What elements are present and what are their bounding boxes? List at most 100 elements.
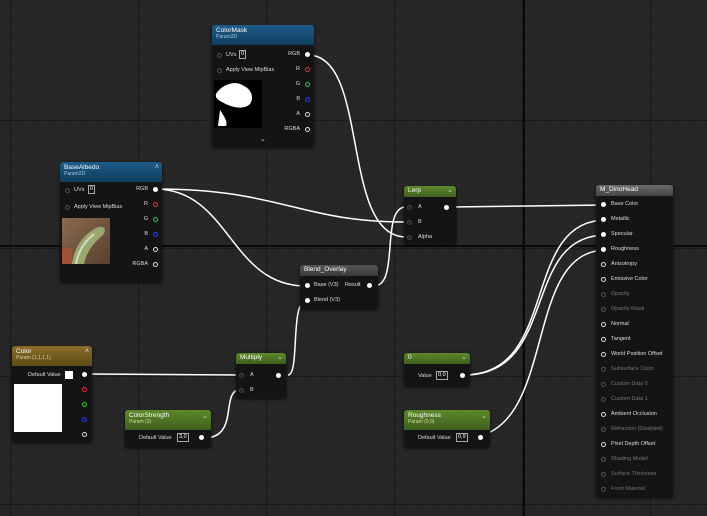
out-b-pin[interactable] [82, 417, 87, 422]
uvs-value[interactable]: 0 [88, 185, 96, 194]
collapse-chevron-icon[interactable]: ⌄ [260, 136, 266, 143]
albedo-preview-image [62, 218, 110, 264]
roughness-header[interactable]: Roughness Param (0,9) ⌄ [404, 410, 490, 430]
out-g-pin[interactable] [305, 82, 310, 87]
collapse-chevron-icon[interactable]: ⌄ [481, 413, 487, 420]
color-node[interactable]: Color Param (1,1,1,1) ˄ Default Value [12, 346, 92, 442]
uvs-value[interactable]: 0 [239, 50, 247, 59]
multiply-header[interactable]: Multiply ⌄ [236, 353, 286, 364]
colorstrength-node[interactable]: ColorStrength Param (3) ⌄ Default Value … [125, 410, 211, 447]
output-pin[interactable] [199, 435, 204, 440]
mipbias-pin[interactable] [65, 205, 70, 210]
material-input-label: Pixel Depth Offset [611, 441, 656, 447]
node-subtitle: Param (0,9) [408, 419, 435, 425]
lerp-input-b-pin[interactable] [407, 220, 412, 225]
colormask-node[interactable]: ColorMask Param2D UVs 0 Apply View MipBi… [212, 25, 314, 147]
result-output-pin[interactable] [367, 283, 372, 288]
out-g-pin[interactable] [82, 402, 87, 407]
multiply-input-b-pin[interactable] [239, 388, 244, 393]
out-rgb-label: RGB [288, 51, 300, 57]
material-input-pin[interactable] [601, 232, 606, 237]
collapse-chevron-icon[interactable]: ⌄ [202, 413, 208, 420]
material-input-pin[interactable] [601, 202, 606, 207]
out-a-pin[interactable] [305, 112, 310, 117]
color-header[interactable]: Color Param (1,1,1,1) ˄ [12, 346, 92, 366]
out-r-pin[interactable] [82, 387, 87, 392]
out-rgba-pin[interactable] [153, 262, 158, 267]
material-input-pin[interactable] [601, 382, 606, 387]
node-title: Blend_Overlay [304, 266, 347, 273]
out-rgb-pin[interactable] [153, 187, 158, 192]
material-input-label: Refraction (Disabled) [611, 426, 663, 432]
collapse-chevron-icon[interactable]: ⌄ [277, 354, 283, 361]
output-pin[interactable] [478, 435, 483, 440]
material-input-pin[interactable] [601, 247, 606, 252]
uvs-pin[interactable] [217, 53, 222, 58]
lerp-input-alpha-pin[interactable] [407, 235, 412, 240]
basealbedo-header[interactable]: BaseAlbedo Param2D ˄ [60, 162, 162, 182]
colormask-header[interactable]: ColorMask Param2D [212, 25, 314, 45]
material-input-pin[interactable] [601, 442, 606, 447]
multiply-input-a-pin[interactable] [239, 373, 244, 378]
out-r-pin[interactable] [153, 202, 158, 207]
material-input-pin[interactable] [601, 292, 606, 297]
material-input-pin[interactable] [601, 427, 606, 432]
material-input-pin[interactable] [601, 487, 606, 492]
out-rgb-pin[interactable] [305, 52, 310, 57]
lerp-input-alpha-label: Alpha [418, 234, 433, 240]
default-value-field[interactable]: 0,9 [456, 433, 468, 442]
material-input-pin[interactable] [601, 262, 606, 267]
material-input-pin[interactable] [601, 412, 606, 417]
material-input-pin[interactable] [601, 307, 606, 312]
material-input-pin[interactable] [601, 322, 606, 327]
blend-overlay-header[interactable]: Blend_Overlay [300, 265, 378, 276]
out-b-pin[interactable] [305, 97, 310, 102]
lerp-header[interactable]: Lerp ⌄ [404, 186, 456, 197]
base-input-pin[interactable] [305, 283, 310, 288]
material-input-pin[interactable] [601, 337, 606, 342]
uvs-pin[interactable] [65, 188, 70, 193]
material-input-pin[interactable] [601, 397, 606, 402]
out-g-pin[interactable] [153, 217, 158, 222]
out-r-pin[interactable] [305, 67, 310, 72]
out-r-label: R [296, 66, 300, 72]
collapse-chevron-icon[interactable]: ⌄ [461, 354, 467, 361]
material-input-pin[interactable] [601, 277, 606, 282]
collapse-chevron-icon[interactable]: ⌄ [447, 187, 453, 194]
basealbedo-node[interactable]: BaseAlbedo Param2D ˄ UVs 0 Apply View Mi… [60, 162, 162, 282]
blend-overlay-node[interactable]: Blend_Overlay Base (V3) Result Blend (V3… [300, 265, 378, 309]
constant-zero-node[interactable]: 0 ⌄ Value 0,0 [404, 353, 470, 386]
material-input-label: Normal [611, 321, 629, 327]
material-input-pin[interactable] [601, 217, 606, 222]
collapse-chevron-icon[interactable]: ˄ [154, 164, 159, 171]
blend-input-pin[interactable] [305, 298, 310, 303]
constant-zero-header[interactable]: 0 ⌄ [404, 353, 470, 364]
default-value-field[interactable]: 3,0 [177, 433, 189, 442]
out-b-label: B [296, 96, 300, 102]
material-header[interactable]: M_DinoHead [596, 185, 673, 196]
out-a-pin[interactable] [153, 247, 158, 252]
material-input-pin[interactable] [601, 457, 606, 462]
roughness-node[interactable]: Roughness Param (0,9) ⌄ Default Value 0,… [404, 410, 490, 447]
lerp-output-pin[interactable] [444, 205, 449, 210]
lerp-node[interactable]: Lerp ⌄ A B Alpha [404, 186, 456, 244]
colorstrength-header[interactable]: ColorStrength Param (3) ⌄ [125, 410, 211, 430]
out-rgba-pin[interactable] [305, 127, 310, 132]
material-input-pin[interactable] [601, 367, 606, 372]
material-input-pin[interactable] [601, 352, 606, 357]
out-rgb-pin[interactable] [82, 372, 87, 377]
node-title: ColorStrength [129, 412, 170, 419]
output-pin[interactable] [460, 373, 465, 378]
out-b-pin[interactable] [153, 232, 158, 237]
value-field[interactable]: 0,0 [436, 371, 448, 380]
mipbias-pin[interactable] [217, 68, 222, 73]
multiply-output-pin[interactable] [276, 373, 281, 378]
collapse-chevron-icon[interactable]: ˄ [84, 348, 89, 355]
lerp-input-a-pin[interactable] [407, 205, 412, 210]
out-a-pin[interactable] [82, 432, 87, 437]
material-input-pin[interactable] [601, 472, 606, 477]
multiply-node[interactable]: Multiply ⌄ A B [236, 353, 286, 398]
mipbias-label: Apply View MipBias [74, 204, 123, 210]
default-color-swatch[interactable] [65, 371, 73, 379]
